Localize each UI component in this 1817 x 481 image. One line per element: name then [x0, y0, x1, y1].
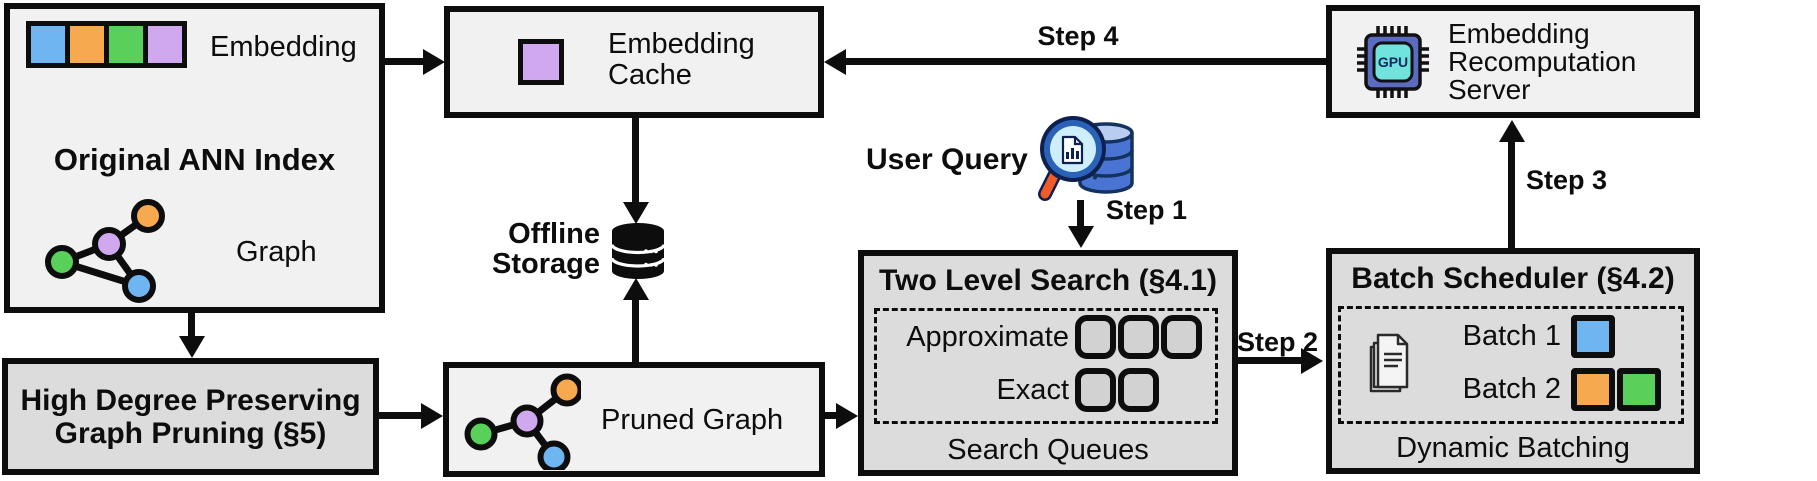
- recomputation-server-title: Embedding Recomputation Server: [1448, 18, 1637, 105]
- pruned-graph-label: Pruned Graph: [601, 404, 784, 436]
- arrow-pruning-to-pruned-head: [421, 403, 443, 429]
- batch2-row: Batch 2: [1449, 368, 1661, 411]
- arrow-pruned-to-storage-head: [623, 278, 649, 300]
- arrow-ann-to-pruning-head: [179, 336, 205, 358]
- approximate-queue-slots: [1075, 315, 1202, 359]
- batch1-label: Batch 1: [1462, 320, 1561, 352]
- queue-slot: [1075, 368, 1116, 412]
- step4-label: Step 4: [1037, 21, 1119, 51]
- batch-item-orange: [1571, 368, 1615, 411]
- two-level-search-title: Two Level Search (§4.1): [879, 264, 1217, 297]
- graph-icon: [45, 199, 165, 303]
- queue-slot: [1161, 315, 1202, 359]
- gpu-text: GPU: [1378, 54, 1408, 70]
- embedding-cell-purple: [143, 21, 187, 68]
- batch-item-green: [1617, 368, 1661, 411]
- step1-label: Step 1: [1106, 195, 1188, 225]
- search-queues-label: Search Queues: [947, 434, 1149, 466]
- arrow-step1-head: [1068, 226, 1094, 248]
- exact-label: Exact: [996, 373, 1069, 406]
- embedding-cell-orange: [65, 21, 109, 68]
- queue-slot: [1118, 315, 1159, 359]
- original-ann-index-title: Original ANN Index: [53, 142, 336, 177]
- dynamic-batching-label: Dynamic Batching: [1396, 432, 1630, 464]
- embedding-label: Embedding: [210, 31, 357, 63]
- user-query-icon: [1038, 116, 1134, 201]
- queue-slot: [1075, 315, 1116, 359]
- pruned-graph-icon: [464, 373, 581, 470]
- step2-label: Step 2: [1237, 327, 1319, 357]
- batch-scheduler-title: Batch Scheduler (§4.2): [1351, 262, 1675, 295]
- batch1-items: [1571, 315, 1615, 358]
- arrow-ann-to-pruning-line: [188, 311, 195, 338]
- arrow-step3-head: [1499, 120, 1525, 142]
- arrow-pruning-to-pruned-line: [377, 412, 422, 419]
- embedding-cache-title: Embedding Cache: [608, 28, 755, 91]
- search-queues-panel: Approximate Exact: [874, 308, 1218, 424]
- two-level-search-box: Two Level Search (§4.1) Approximate Exac…: [858, 250, 1238, 476]
- graph-label: Graph: [236, 236, 317, 268]
- cached-embedding-icon: [518, 39, 564, 85]
- original-ann-index-box: Embedding Original ANN Index Graph: [4, 3, 385, 313]
- exact-queue-slots: [1075, 368, 1159, 412]
- documents-icon: [1369, 333, 1409, 393]
- queue-slot: [1118, 368, 1159, 412]
- user-query-label: User Query: [866, 143, 1028, 176]
- gpu-icon: GPU: [1357, 26, 1429, 98]
- graph-pruning-title: High Degree Preserving Graph Pruning (§5…: [20, 383, 361, 450]
- approximate-label: Approximate: [906, 320, 1069, 353]
- arrow-cache-to-storage-head: [623, 202, 649, 224]
- graph-pruning-box: High Degree Preserving Graph Pruning (§5…: [2, 358, 379, 475]
- embedding-vector-icon: [26, 21, 187, 68]
- step3-label: Step 3: [1526, 165, 1608, 195]
- arrow-pruned-to-search-head: [836, 403, 858, 429]
- recomputation-server-box: GPU Embedding Recomputation Server: [1326, 5, 1700, 118]
- arrow-ann-to-cache-head: [423, 49, 445, 75]
- arrow-step1-line: [1077, 200, 1084, 228]
- embedding-cell-green: [104, 21, 148, 68]
- arrow-cache-to-storage-line: [632, 116, 639, 204]
- arrow-step3-line: [1508, 140, 1515, 250]
- arrow-pruned-to-search-line: [823, 412, 837, 419]
- batch1-row: Batch 1: [1449, 315, 1615, 358]
- arrow-step2-head: [1301, 348, 1323, 374]
- batch-item-blue: [1571, 315, 1615, 358]
- arrow-step4-head: [824, 49, 846, 75]
- batch2-items: [1571, 368, 1661, 411]
- arrow-step4-line: [846, 58, 1328, 65]
- embedding-cache-box: Embedding Cache: [444, 6, 824, 118]
- pruned-graph-box: Pruned Graph: [443, 362, 825, 477]
- offline-storage-icon: [610, 223, 666, 279]
- dynamic-batching-panel: Batch 1 Batch 2: [1338, 306, 1684, 424]
- embedding-cell-blue: [26, 21, 70, 68]
- arrow-ann-to-cache-line: [383, 58, 425, 65]
- offline-storage-label: Offline Storage: [492, 218, 600, 280]
- arrow-step2-line: [1236, 357, 1302, 364]
- arrow-pruned-to-storage-line: [632, 298, 639, 364]
- batch-scheduler-box: Batch Scheduler (§4.2) Batch 1: [1326, 248, 1700, 474]
- batch2-label: Batch 2: [1462, 373, 1561, 405]
- approximate-queue-row: Approximate: [883, 315, 1202, 359]
- exact-queue-row: Exact: [883, 368, 1159, 412]
